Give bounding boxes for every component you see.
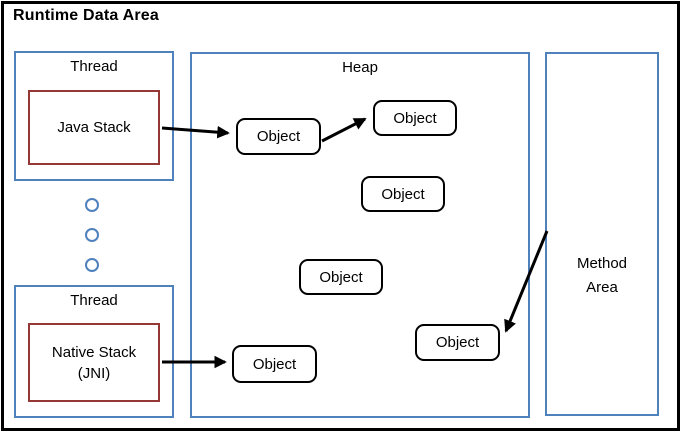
ellipsis-dot bbox=[85, 198, 99, 212]
object-label: Object bbox=[393, 109, 437, 127]
java-stack-box: Java Stack bbox=[28, 90, 160, 165]
thread-label: Thread bbox=[70, 58, 118, 75]
thread-box-bottom: Thread bbox=[14, 285, 174, 418]
object-node: Object bbox=[299, 259, 383, 295]
java-stack-label: Java Stack bbox=[57, 119, 131, 136]
ellipsis-dot bbox=[85, 258, 99, 272]
heap-label: Heap bbox=[342, 59, 378, 76]
thread-box-top: Thread bbox=[14, 51, 174, 181]
object-node: Object bbox=[373, 100, 457, 136]
object-label: Object bbox=[435, 334, 480, 351]
method-area-label: Method Area bbox=[576, 255, 628, 296]
object-node: Object bbox=[361, 176, 445, 212]
native-stack-box: Native Stack (JNI) bbox=[28, 323, 160, 402]
diagram-title: Runtime Data Area bbox=[13, 7, 159, 24]
method-area-box: Method Area bbox=[545, 52, 659, 416]
object-node: Object bbox=[232, 345, 317, 383]
object-label: Object bbox=[256, 128, 301, 145]
ellipsis-dot bbox=[85, 228, 99, 242]
thread-label: Thread bbox=[70, 292, 118, 309]
object-node: Object bbox=[236, 118, 321, 155]
object-label: Object bbox=[381, 185, 425, 203]
object-node: Object bbox=[415, 324, 500, 361]
object-label: Object bbox=[319, 268, 363, 286]
object-label: Object bbox=[252, 355, 297, 373]
native-stack-label: Native Stack (JNI) bbox=[51, 343, 137, 382]
